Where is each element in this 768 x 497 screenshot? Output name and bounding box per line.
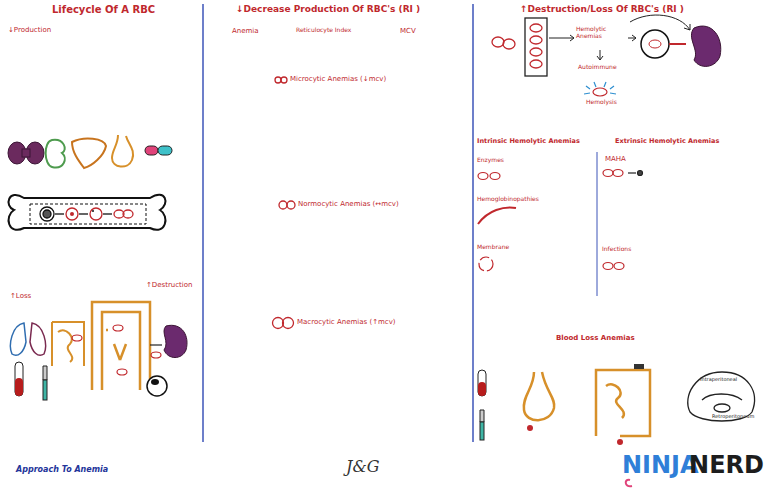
category-label: Enzymes	[477, 157, 504, 164]
stomach	[112, 135, 133, 167]
caption: Approach To Anemia	[16, 465, 108, 474]
category-label: Hemoglobinopathies	[477, 196, 539, 203]
category-label: MAHA	[605, 155, 626, 163]
category-heading: Intrinsic Hemolytic Anemias	[477, 138, 580, 145]
rbc-maturation	[40, 207, 133, 221]
subheading: ↓Production	[8, 26, 51, 34]
column-dividers	[203, 4, 597, 442]
anemia-class: Microcytic Anemias (↓mcv)	[290, 75, 386, 83]
thyroid	[8, 142, 44, 164]
section-heading: ↓Decrease Production Of RBC's (RI )	[236, 4, 420, 14]
peritoneum-cross-section	[688, 372, 755, 421]
anatomy-label: Intraperitoneal	[700, 377, 737, 383]
blood-vessel	[525, 18, 547, 76]
signature: J&G	[346, 458, 379, 476]
category-label: Membrane	[477, 244, 509, 251]
spleen	[164, 325, 187, 357]
bone	[9, 195, 166, 230]
section-heading: ↑Destruction/Loss Of RBC's (RI )	[520, 4, 684, 14]
anatomy-label: Retroperitoneum	[712, 414, 754, 420]
rbc-cluster	[492, 37, 515, 49]
logo-text: NINJA	[622, 452, 699, 480]
bleeding-colon	[596, 364, 650, 445]
bleeding-stomach	[524, 372, 554, 431]
blood-tube	[478, 370, 486, 396]
column-heading: Anemia	[232, 27, 259, 35]
subheading: ↑Loss	[10, 292, 31, 300]
vessel-to-spleen	[72, 325, 162, 375]
category-label: Autoimmune	[578, 64, 617, 71]
hemolysis-arrows	[549, 15, 690, 60]
hemolysis-burst	[584, 82, 616, 96]
hemolysis-icons	[478, 170, 643, 272]
section-heading: Blood Loss Anemias	[556, 334, 635, 342]
section-heading: Lifecycle Of A RBC	[52, 4, 155, 16]
category-label: Hemolysis	[586, 99, 617, 106]
category-label: Infections	[602, 246, 631, 253]
pill	[145, 146, 172, 155]
anemia-class: Normocytic Anemias (↔mcv)	[298, 200, 399, 208]
logo-text: NERD	[689, 452, 764, 480]
blood-tube	[15, 362, 23, 396]
mcv-icons	[273, 77, 296, 329]
macrophage-rbc	[641, 30, 686, 58]
lungs	[11, 323, 46, 355]
logo-mark	[626, 480, 632, 487]
macrophage	[147, 376, 167, 396]
column-heading: MCV	[400, 27, 416, 35]
subheading: ↑Destruction	[146, 281, 193, 289]
anemia-class: Macrocytic Anemias (↑mcv)	[297, 318, 396, 326]
category-label: Hemolytic Anemias	[576, 26, 628, 40]
scalpel	[480, 410, 484, 440]
scalpel	[43, 366, 47, 400]
kidney	[46, 140, 65, 168]
category-heading: Extrinsic Hemolytic Anemias	[615, 138, 719, 145]
intestine	[52, 322, 84, 366]
spleen	[691, 26, 720, 66]
liver	[72, 139, 106, 168]
gi-tract	[92, 302, 150, 390]
column-heading: Reticulocyte Index	[296, 27, 351, 34]
